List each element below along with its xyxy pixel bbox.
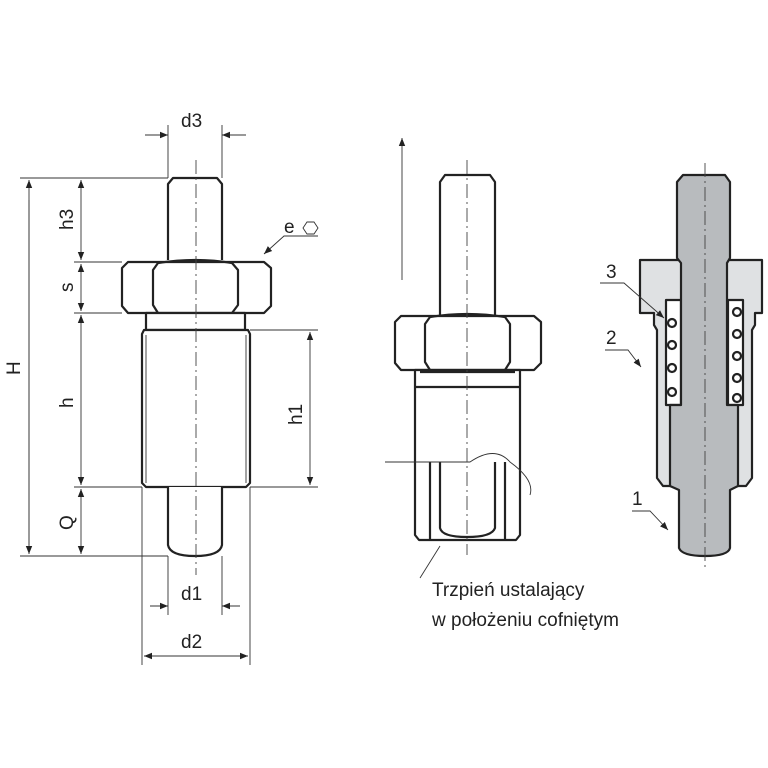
label-d1: d1 [181, 584, 202, 605]
caption-leader [419, 545, 441, 579]
plunger-pin [668, 173, 740, 558]
part-label-3: 3 [606, 262, 617, 283]
top-pin [166, 176, 224, 260]
hex-nut [393, 314, 543, 372]
label-d3: d3 [181, 111, 202, 132]
label-e: e [284, 217, 295, 238]
right-view-section [600, 163, 764, 570]
part-label-2: 2 [606, 328, 617, 349]
neck [144, 311, 247, 332]
part-label-1: 1 [632, 489, 643, 510]
spring-coils [666, 306, 743, 404]
label-h3: h3 [57, 209, 78, 230]
left-view-plunger [20, 125, 319, 665]
middle-view-retracted [385, 138, 543, 579]
caption-line2: w położeniu cofniętym [431, 610, 619, 631]
label-s: s [57, 283, 78, 293]
label-d2: d2 [181, 632, 202, 653]
label-h: h [57, 397, 78, 408]
hex-nut [120, 260, 273, 315]
label-H: H [4, 361, 25, 375]
caption-line1: Trzpień ustalający [432, 580, 585, 601]
bottom-pin [166, 487, 224, 558]
label-h1: h1 [286, 404, 307, 425]
label-Q: Q [57, 515, 78, 530]
